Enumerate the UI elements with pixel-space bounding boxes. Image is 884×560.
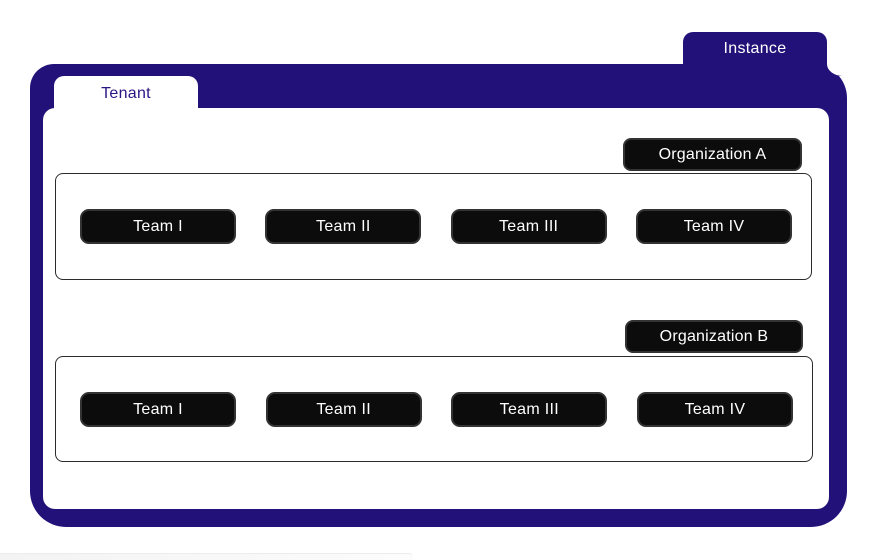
team-label: Team II [316, 400, 371, 418]
team-box: Team IV [635, 209, 792, 244]
team-label: Team III [499, 217, 559, 235]
cutoff-element-bottom [0, 553, 413, 560]
team-box: Team IV [636, 392, 793, 427]
team-label: Team II [316, 217, 371, 235]
team-box: Team II [265, 392, 422, 427]
organization-a-label: Organization A [623, 138, 802, 171]
organization-b-box: Team I Team II Team III Team IV [55, 356, 813, 462]
team-label: Team IV [683, 217, 745, 235]
tenant-tab: Tenant [54, 76, 198, 112]
organization-a-box: Team I Team II Team III Team IV [55, 173, 812, 280]
team-label: Team I [133, 400, 183, 418]
team-label: Team I [133, 217, 183, 235]
team-box: Team III [451, 392, 608, 427]
instance-tab: Instance [683, 32, 827, 70]
team-label: Team III [499, 400, 559, 418]
instance-label: Instance [723, 40, 787, 57]
team-label: Team IV [684, 400, 746, 418]
team-box: Team III [450, 209, 607, 244]
team-box: Team II [265, 209, 422, 244]
tenant-label: Tenant [101, 85, 151, 102]
team-box: Team I [80, 392, 236, 427]
organization-b-label: Organization B [625, 320, 803, 353]
team-box: Team I [80, 209, 236, 244]
